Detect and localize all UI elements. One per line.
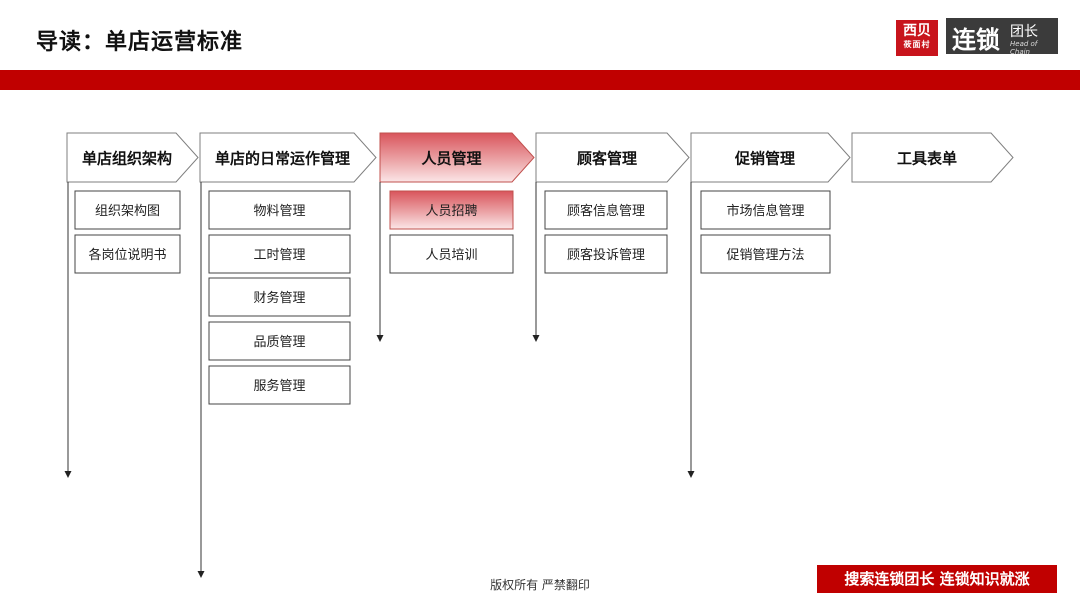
stage-item: 人员招聘 (389, 190, 514, 230)
stage-column-6: 工具表单 (851, 132, 1014, 183)
stage-item-label: 工时管理 (253, 248, 305, 263)
stage-chevron (66, 132, 199, 183)
stage-item-box (74, 234, 181, 274)
stage-item-box (700, 190, 831, 230)
stage-item: 财务管理 (208, 277, 351, 317)
stage-label: 人员管理 (421, 150, 481, 168)
stage-item-box (544, 190, 668, 230)
copyright-notice: 版权所有 严禁翻印 (490, 578, 590, 592)
stage-item: 服务管理 (208, 365, 351, 405)
xibei-logo: 西贝 莜面村 (896, 20, 938, 56)
stage-item-label: 财务管理 (253, 290, 305, 306)
stage-chevron (379, 132, 535, 183)
stage-item-box (208, 277, 351, 317)
stage-label: 促销管理 (734, 150, 795, 168)
xibei-logo-line1: 西贝 (903, 23, 931, 39)
stage-item: 各岗位说明书 (74, 234, 181, 274)
stage-item-label: 人员培训 (425, 247, 477, 263)
stage-item: 顾客投诉管理 (544, 234, 668, 274)
chain-logo-english: Head of Chain (1010, 40, 1038, 56)
stage-chevron (199, 132, 377, 183)
stage-label: 单店组织架构 (82, 150, 172, 168)
stage-label: 顾客管理 (577, 150, 637, 168)
stage-item-box (389, 190, 514, 230)
timeline-arrowhead (197, 571, 205, 578)
xibei-logo-line2: 莜面村 (903, 40, 931, 49)
stage-item-label: 市场信息管理 (726, 203, 804, 219)
stage-item-box (544, 234, 668, 274)
stage-chevron (851, 132, 1014, 183)
stage-item-label: 顾客投诉管理 (567, 247, 645, 263)
page-title: 导读：单店运营标准 (36, 30, 244, 55)
stage-item-label: 各岗位说明书 (88, 247, 166, 263)
chain-logo-big: 连锁 (952, 26, 1000, 54)
stage-item: 组织架构图 (74, 190, 181, 230)
stage-item-label: 组织架构图 (95, 204, 160, 219)
stage-item-box (74, 190, 181, 230)
timeline-arrowhead (376, 335, 384, 342)
chain-logo: 连锁 团长 Head of Chain (946, 18, 1058, 56)
stage-item-label: 促销管理方法 (726, 247, 804, 263)
stage-item-label: 顾客信息管理 (567, 203, 645, 219)
stage-chevron (690, 132, 851, 183)
stage-item-box (208, 190, 351, 230)
stage-item: 品质管理 (208, 321, 351, 361)
timeline-arrowhead (687, 471, 695, 478)
stage-item-label: 品质管理 (253, 335, 305, 350)
stage-item: 工时管理 (208, 234, 351, 274)
stage-item: 促销管理方法 (700, 234, 831, 274)
stage-item-box (208, 321, 351, 361)
header-red-bar (0, 70, 1080, 90)
timeline-arrowhead (64, 471, 72, 478)
slogan-banner: 搜索连锁团长 连锁知识就涨 (817, 565, 1057, 593)
stage-item: 市场信息管理 (700, 190, 831, 230)
stage-label: 单店的日常运作管理 (215, 150, 350, 168)
chain-logo-small: 团长 (1010, 24, 1038, 40)
stage-item-label: 人员招聘 (425, 204, 477, 219)
stage-item: 人员培训 (389, 234, 514, 274)
stage-item-box (208, 365, 351, 405)
stage-item-box (389, 234, 514, 274)
stage-item: 物料管理 (208, 190, 351, 230)
stage-chevron (535, 132, 690, 183)
stage-item: 顾客信息管理 (544, 190, 668, 230)
stage-label: 工具表单 (897, 150, 957, 168)
timeline-arrowhead (532, 335, 540, 342)
stage-item-box (208, 234, 351, 274)
stage-item-label: 物料管理 (253, 204, 305, 219)
stage-item-label: 服务管理 (253, 378, 305, 394)
stage-item-box (700, 234, 831, 274)
